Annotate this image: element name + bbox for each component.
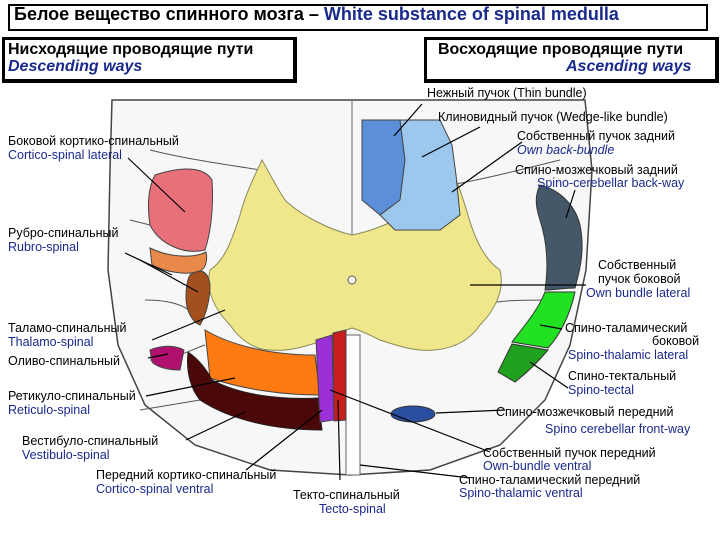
label-cortico-lat-en: Cortico-spinal lateral [8,148,122,162]
label-spino-tectal-ru: Спино-тектальный [568,369,677,383]
label-cortico-lat-ru: Боковой кортико-спинальный [8,134,179,148]
label-own-lat-en: Own bundle lateral [586,286,691,300]
ascending-header-ru: Восходящие проводящие пути [438,41,684,58]
label-thalamo-en: Thalamo-spinal [8,335,94,349]
spino-tectal-tract [497,343,549,383]
label-spthal-ven-en: Spino-thalamic ventral [459,486,583,500]
label-own-lat-ru2: пучок боковой [598,272,681,286]
label-reticulo-ru: Ретикуло-спинальный [8,389,136,403]
thalamo-olivo-tract [149,345,185,371]
descending-header-en: Descending ways [8,58,143,75]
vestibulo-tract [187,351,323,431]
cortico-lateral-tract [147,168,213,252]
label-spthal-lat-ru1: Спино-таламический [565,321,688,335]
rubro-tract [149,247,208,274]
title-ru: Белое вещество спинного мозга – [14,4,324,24]
label-vestibulo-en: Vestibulo-spinal [22,448,110,462]
rubro-tract-dark [185,270,211,326]
label-spthal-ven-ru: Спино-таламический передний [459,473,641,487]
descending-header-ru: Нисходящие проводящие пути [8,41,254,58]
label-own-front-en: Own-bundle ventral [483,459,592,473]
label-own-lat-ru1: Собственный [598,258,677,272]
title-box [8,4,708,31]
ascending-header-en: Ascending ways [566,58,692,75]
title-en: White substance of spinal medulla [323,4,619,24]
leader-lines [124,103,586,481]
label-spcb-back-ru: Спино-мозжечковый задний [515,163,678,177]
label-rubro-ru: Рубро-спинальный [8,226,119,240]
label-spcb-back-en: Spino-cerebellar back-way [537,176,685,190]
spcb-back-tract [535,184,583,291]
label-tecto-en: Tecto-spinal [319,502,386,516]
central-canal [347,275,357,285]
label-reticulo-en: Reticulo-spinal [8,403,90,417]
spcb-front-tract [390,405,436,423]
label-olivo-ru: Оливо-спинальный [8,354,121,368]
descending-header-box [2,37,297,83]
label-spcb-front-ru: Спино-мозжечковый передний [496,405,674,419]
label-rubro-en: Rubro-spinal [8,240,79,254]
label-thalamo-ru: Таламо-спинальный [8,321,127,335]
label-spthal-lat-ru2: боковой [652,334,700,348]
label-wedge-bundle: Клиновидный пучок (Wedge-like bundle) [438,110,668,124]
label-tecto-ru: Текто-спинальный [293,488,400,502]
tecto-tract [332,329,347,422]
label-cortico-ven-ru: Передний кортико-спинальный [96,468,277,482]
anterior-fissure [345,334,361,476]
spthal-lateral-tract [511,291,576,349]
label-vestibulo-ru: Вестибуло-спинальный [22,434,159,448]
label-thin-bundle: Нежный пучок (Thin bundle) [427,86,587,100]
ascending-header-box [424,37,719,83]
label-cortico-ven-en: Cortico-spinal ventral [96,482,214,496]
label-own-back-ru: Собственный пучок задний [517,129,675,143]
label-own-back-en: Own back-bundle [517,143,615,157]
label-spino-tectal-en: Spino-tectal [568,383,635,397]
page-title: Белое вещество спинного мозга – White su… [14,4,619,25]
label-spcb-front-en: Spino cerebellar front-way [545,422,691,436]
label-spthal-lat-en: Spino-thalamic lateral [568,348,689,362]
label-own-front-ru: Собственный пучок передний [483,446,656,460]
